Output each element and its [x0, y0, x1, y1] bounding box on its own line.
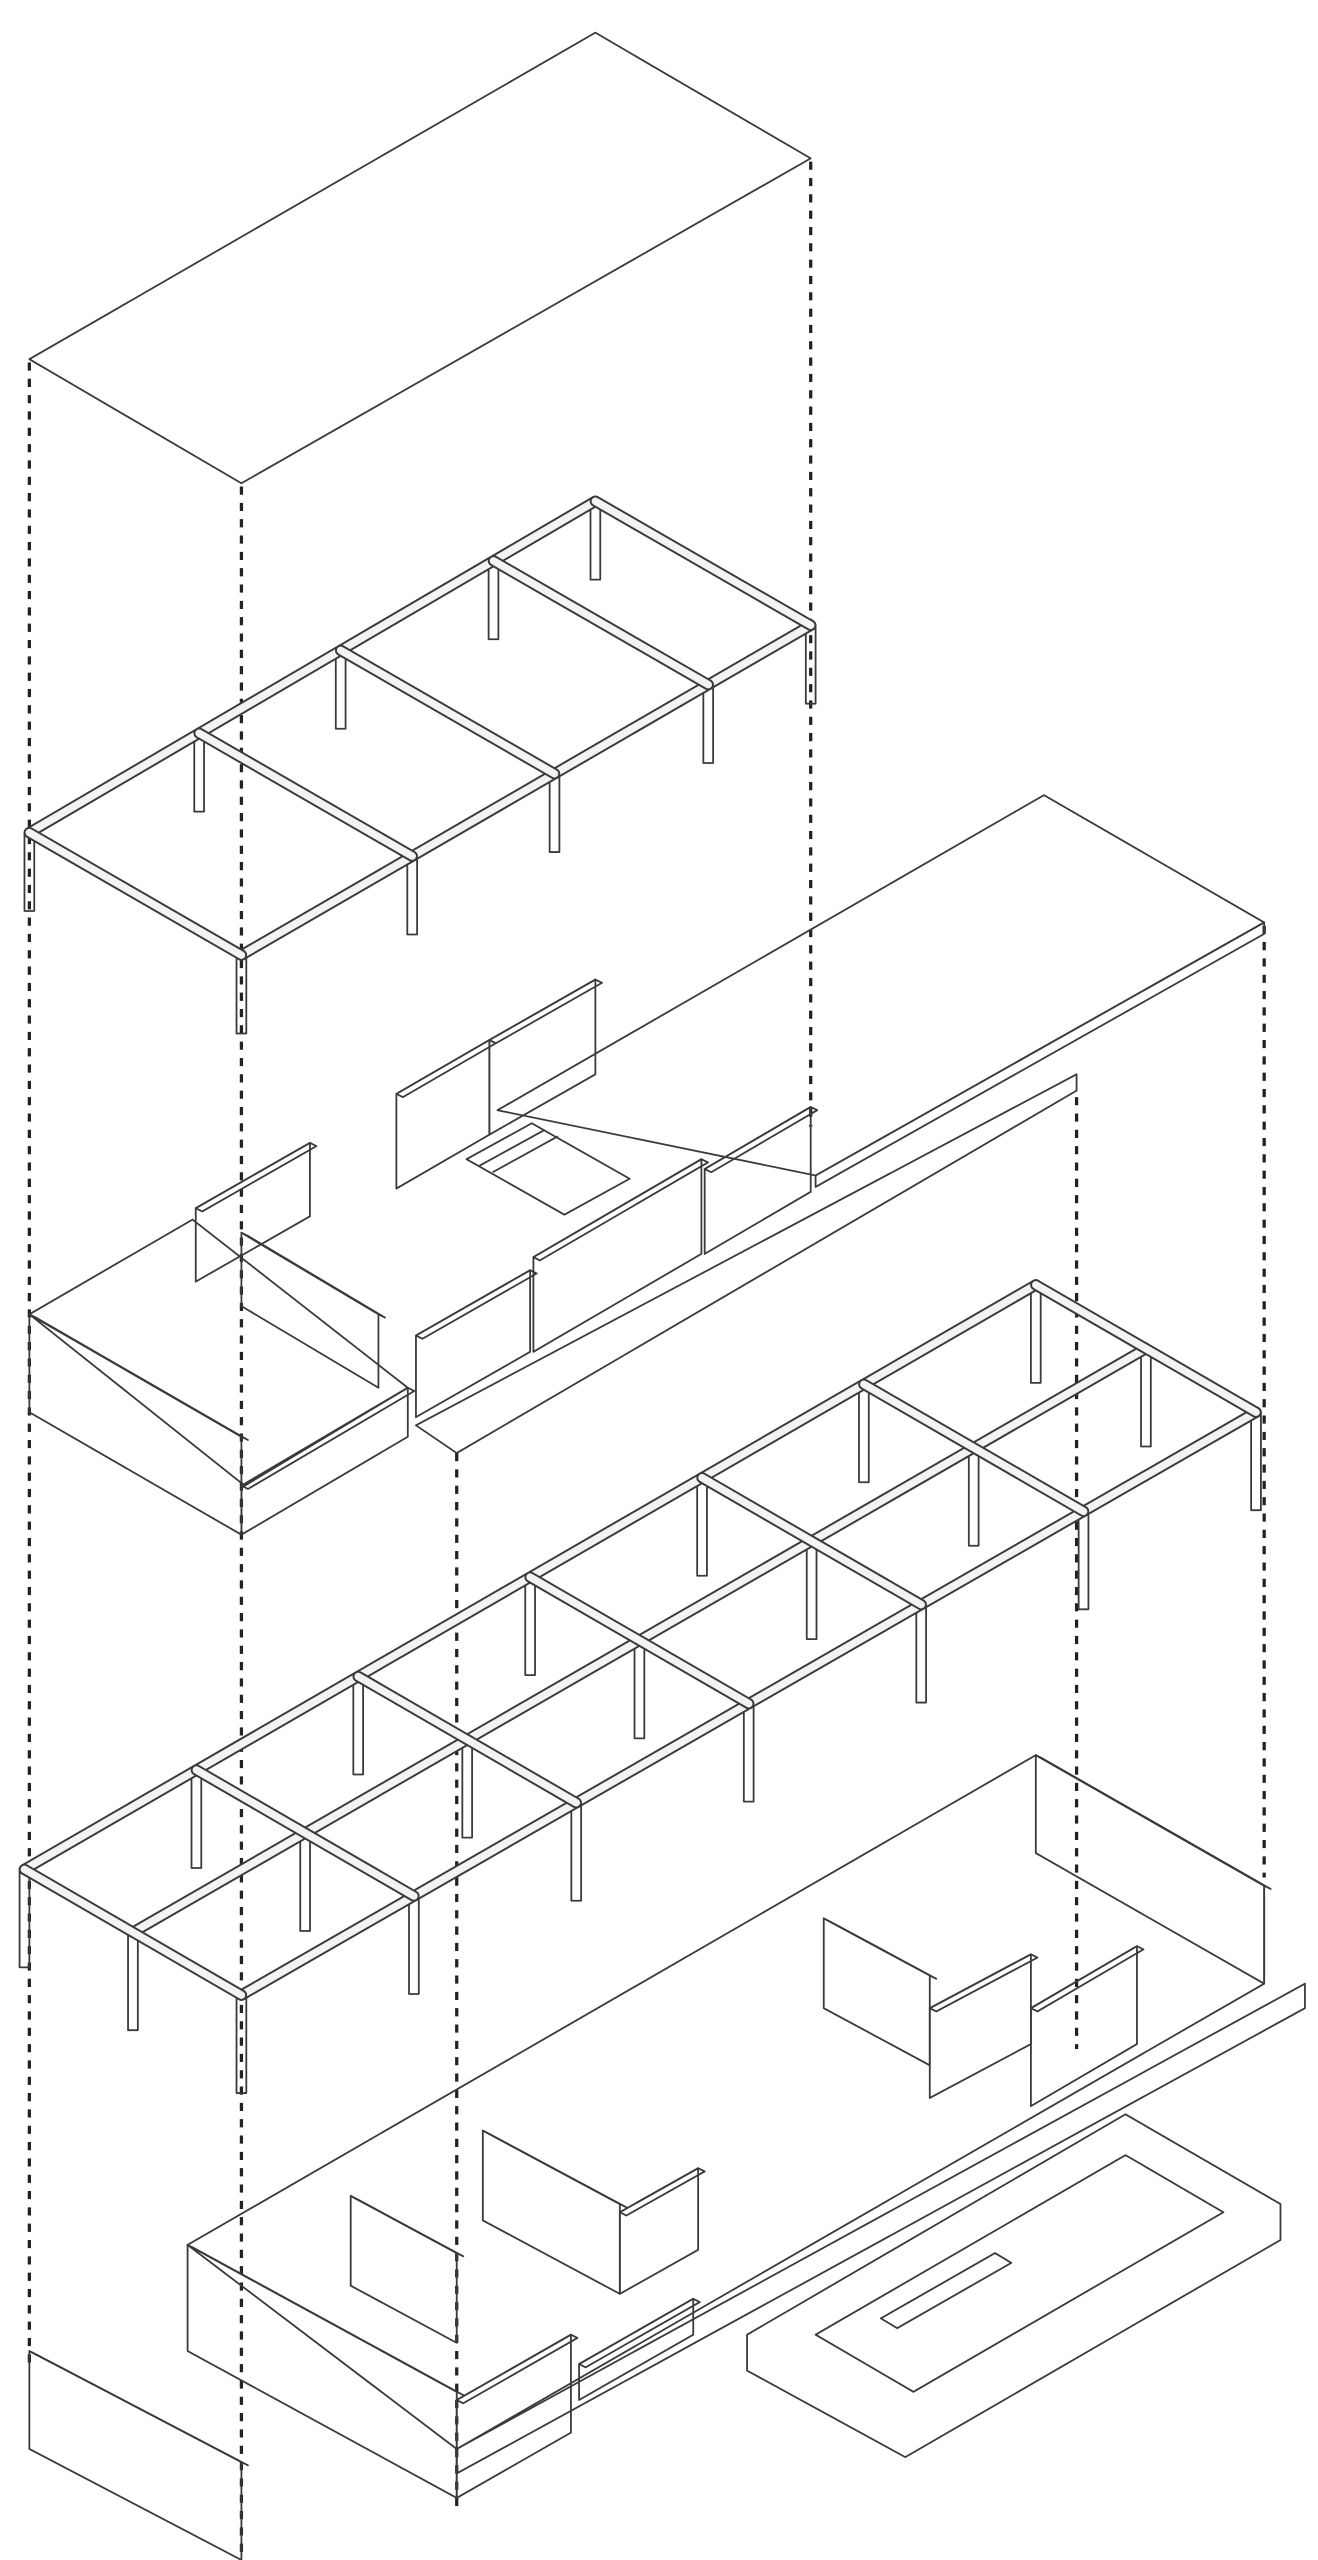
wall-partition	[194, 1141, 311, 1283]
column	[334, 649, 347, 730]
column	[702, 683, 715, 764]
beam-face	[354, 1672, 580, 1807]
roof-slab	[28, 31, 812, 485]
stair	[465, 1122, 631, 1216]
column	[805, 1540, 818, 1641]
column	[193, 732, 205, 813]
wall-partition-top	[194, 1141, 318, 1213]
wall-mid-2-top	[532, 1158, 709, 1262]
wall-mid-2	[532, 1158, 703, 1353]
wall-block-1	[822, 1917, 931, 2067]
column	[127, 1931, 139, 2032]
roof-slab-layer	[28, 31, 812, 485]
wall-block-2	[928, 1953, 1032, 2099]
low-wall	[578, 2297, 695, 2401]
reflecting-pool-inner	[814, 2154, 1225, 2393]
column	[858, 1383, 870, 1484]
wall-back-1-top	[395, 1039, 497, 1099]
column	[1250, 1411, 1262, 1512]
column	[548, 772, 561, 853]
beam-face	[698, 1474, 925, 1609]
wall-center-1	[481, 2129, 621, 2295]
upper-structural-frame	[23, 495, 817, 1035]
column	[589, 500, 602, 581]
beam-face	[1032, 1281, 1260, 1416]
pool-bench	[879, 2252, 1013, 2330]
plinth-edge	[455, 1982, 1306, 2475]
wall-rear-right-top	[1034, 1754, 1272, 1890]
wall-block-3-top	[1030, 1945, 1145, 2013]
beam-face	[192, 1766, 418, 1900]
projection-lines	[27, 161, 1266, 2560]
wall-partition-base-top	[349, 2195, 465, 2258]
reflecting-pool-base	[746, 2113, 1282, 2459]
wall-front-left-top	[28, 1313, 249, 1441]
wall-left-return-top	[455, 2333, 579, 2405]
column	[408, 1895, 420, 1995]
middle-walls-and-pool-layer	[28, 794, 1266, 1536]
wall-front-right-top	[240, 1386, 416, 1490]
beam-face	[591, 497, 815, 630]
lower-structural-frame	[18, 1279, 1262, 2094]
beam-face	[336, 646, 559, 778]
wall-back-1	[395, 1039, 491, 1190]
beam-face	[860, 1380, 1088, 1516]
wall-front-left	[28, 1313, 243, 1536]
column	[352, 1675, 364, 1776]
wall-cross-top	[240, 1231, 386, 1319]
beam-face	[195, 729, 416, 860]
wall-center-2	[618, 2167, 700, 2295]
column	[633, 1639, 646, 1740]
wall-partition-base	[349, 2195, 458, 2344]
wall-left-base	[186, 2244, 458, 2499]
beam-face	[489, 557, 712, 689]
column	[1140, 1347, 1152, 1448]
wall-front-base	[28, 2350, 243, 2560]
column	[487, 559, 500, 641]
beam-face	[25, 497, 600, 837]
beam-face	[25, 828, 246, 959]
wall-block-1-top	[822, 1917, 938, 1980]
column	[524, 1576, 536, 1676]
column	[967, 1446, 980, 1547]
column	[742, 1702, 755, 1803]
column	[570, 1801, 583, 1902]
column	[696, 1476, 708, 1577]
beam-face	[20, 1865, 246, 1999]
pool-edge	[814, 921, 1266, 1188]
wall-mid-1-top	[415, 1269, 538, 1340]
wall-center-2-top	[618, 2167, 706, 2217]
wall-mid-3-top	[703, 1106, 819, 1174]
dark-strip	[415, 1073, 1078, 1454]
column	[1030, 1284, 1042, 1384]
low-wall-top	[578, 2297, 701, 2369]
column	[299, 1832, 311, 1932]
wall-center-1-top	[481, 2129, 628, 2209]
column	[915, 1603, 927, 1704]
wall-front-base-top	[28, 2350, 249, 2467]
wall-block-2-top	[928, 1953, 1039, 2013]
beam-face	[237, 621, 815, 959]
beam-face	[526, 1573, 753, 1708]
base-plinth-layer	[28, 1754, 1306, 2560]
wall-block-3	[1030, 1945, 1138, 2108]
wall-left-base-top	[186, 2244, 465, 2396]
column	[190, 1769, 203, 1869]
column	[406, 855, 418, 936]
wall-back-2-top	[488, 978, 603, 1045]
wall-rear-right	[1034, 1754, 1266, 1985]
column	[461, 1738, 474, 1839]
wall-mid-3	[703, 1106, 812, 1255]
glass-pool-plate	[496, 794, 1266, 1177]
column	[1077, 1510, 1090, 1611]
